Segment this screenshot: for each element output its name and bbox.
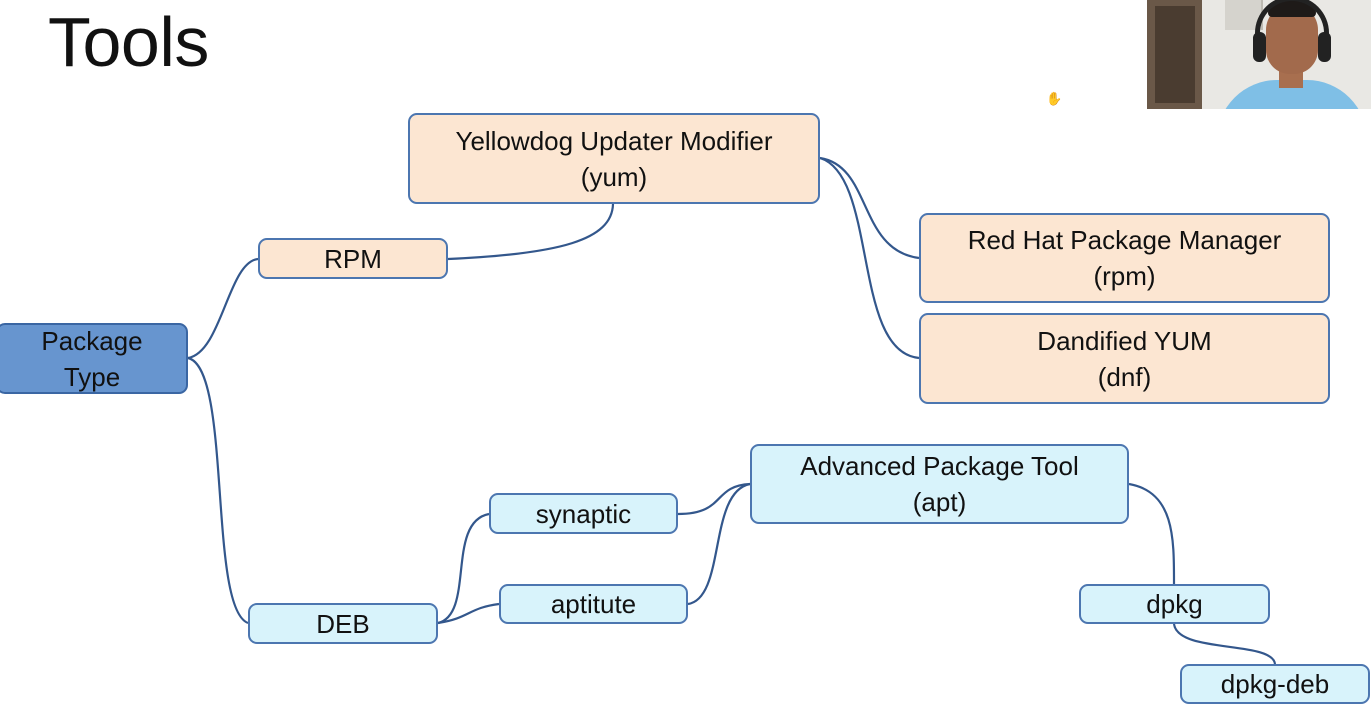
node-dpkg[interactable]: dpkg [1079,584,1270,624]
node-label: DEB [316,608,370,639]
node-dpkg-deb[interactable]: dpkg-deb [1180,664,1370,704]
node-synaptic[interactable]: synaptic [489,493,678,534]
node-label: Type [63,361,121,392]
presenter-webcam-feed [1147,0,1371,109]
node-label: Red Hat Package Manager [967,225,1282,255]
headphone-earcup-right [1318,32,1331,62]
node-label: Advanced Package Tool [800,451,1079,481]
hand-cursor-icon: ✋ [1046,91,1063,106]
slide-title: Tools [48,3,209,81]
connector-synaptic-apt [677,482,751,516]
node-label: Dandified YUM [1037,325,1212,356]
connector-rpm-yum [447,203,615,261]
node-rpm[interactable]: RPM [258,238,448,279]
node-package-type[interactable]: Package Type [0,323,188,394]
node-label: (rpm) [1093,261,1156,291]
node-label: (yum) [580,161,648,192]
node-aptitude[interactable]: aptitute [499,584,688,624]
connector-apt-dpkg [1128,482,1176,586]
node-label: RPM [324,243,382,274]
node-yum[interactable]: Yellowdog Updater Modifier (yum) [408,113,820,204]
node-label: Yellowdog Updater Modifier [455,125,773,156]
node-label: (dnf) [1097,361,1152,392]
connector-root-rpm [187,257,259,360]
node-dnf[interactable]: Dandified YUM (dnf) [919,313,1330,404]
connector-yum-rpm-manager [819,156,920,260]
headphones-icon [1255,0,1329,56]
headphone-earcup-left [1253,32,1266,62]
node-label: Package [41,325,143,356]
node-label: dpkg-deb [1220,669,1330,699]
node-rpm-manager[interactable]: Red Hat Package Manager (rpm) [919,213,1330,303]
node-deb[interactable]: DEB [248,603,438,644]
node-label: synaptic [535,498,632,529]
connector-aptitude-apt [687,482,751,606]
connector-deb-aptitude [437,602,500,625]
connector-deb-synaptic [437,512,490,625]
connector-dpkg-dpkgdeb [1172,623,1277,665]
node-label: aptitute [550,589,637,619]
connector-root-deb [187,356,249,625]
node-label: (apt) [912,487,967,517]
webcam-door [1147,0,1202,109]
node-apt[interactable]: Advanced Package Tool (apt) [750,444,1129,524]
connector-yum-dnf [819,156,920,360]
node-label: dpkg [1146,589,1203,619]
